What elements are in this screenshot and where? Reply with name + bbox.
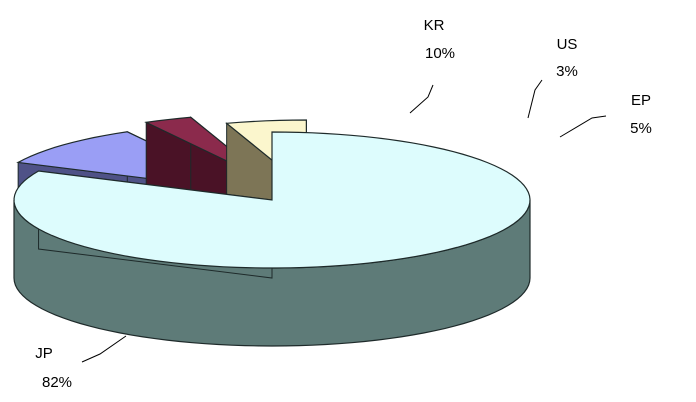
slice-label-kr: KR bbox=[424, 17, 445, 34]
leader-line-us bbox=[527, 79, 543, 119]
leader-line-ep bbox=[559, 115, 607, 138]
slice-label-jp: JP bbox=[35, 345, 53, 362]
slice-value-ep: 5% bbox=[630, 120, 652, 137]
slice-top-jp bbox=[13, 131, 531, 269]
slice-value-kr: 10% bbox=[425, 45, 455, 62]
slice-label-ep: EP bbox=[631, 92, 651, 109]
slice-value-jp: 82% bbox=[42, 374, 72, 391]
slice-value-us: 3% bbox=[556, 63, 578, 80]
leader-line-jp bbox=[81, 335, 127, 363]
pie-slices bbox=[13, 116, 531, 347]
slice-jp bbox=[13, 131, 531, 347]
leader-line-kr bbox=[409, 84, 434, 114]
slice-label-us: US bbox=[557, 36, 578, 53]
